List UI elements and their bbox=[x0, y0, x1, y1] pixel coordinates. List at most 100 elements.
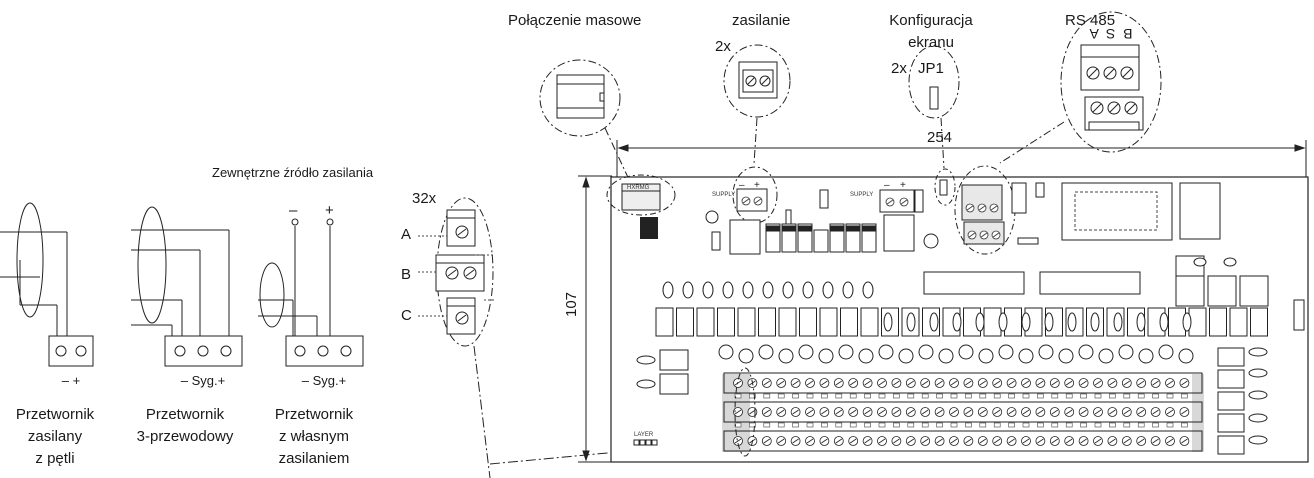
resistor bbox=[860, 307, 879, 337]
transmitter-1-line2: zasilany bbox=[27, 428, 83, 445]
transmitter-2-line2: 3-przewodowy bbox=[136, 428, 234, 445]
transmitter-self-powered bbox=[258, 218, 364, 367]
ground-connection-callout bbox=[539, 59, 633, 187]
component-round bbox=[978, 348, 994, 364]
resistor bbox=[758, 307, 776, 337]
supply-plus-label: + bbox=[325, 202, 334, 219]
component-round bbox=[1038, 344, 1054, 360]
jumper-count-label: 2x bbox=[891, 60, 907, 77]
supply-minus-label: – bbox=[289, 202, 298, 219]
capacitor bbox=[862, 281, 874, 299]
resistor bbox=[737, 307, 756, 337]
svg-text:LAYER: LAYER bbox=[634, 432, 654, 438]
resistor bbox=[799, 307, 817, 337]
component-round bbox=[998, 344, 1014, 360]
capacitor bbox=[702, 281, 714, 299]
screen-config-label-1: Konfiguracja bbox=[889, 12, 973, 29]
component-round bbox=[778, 348, 794, 364]
component-round bbox=[898, 348, 914, 364]
resistor bbox=[778, 307, 797, 337]
component-round bbox=[1118, 344, 1134, 360]
component-round bbox=[938, 348, 954, 364]
capacitor bbox=[722, 281, 734, 299]
svg-text:SUPPLY: SUPPLY bbox=[712, 192, 735, 198]
terminal-detail bbox=[418, 197, 746, 478]
transmitter-1-line3: z pętli bbox=[35, 450, 75, 467]
capacitor bbox=[662, 281, 674, 299]
svg-text:SUPPLY: SUPPLY bbox=[850, 192, 873, 198]
transmitter-loop-powered bbox=[0, 202, 94, 367]
screen-config-label-2: ekranu bbox=[908, 34, 954, 51]
component-round bbox=[1058, 348, 1074, 364]
pcb-board: HXRMG – + SUPPLY – + SUPPLY bbox=[606, 165, 1309, 463]
terminal-strip bbox=[723, 401, 1203, 423]
transmitter-1-line1: Przetwornik bbox=[15, 406, 95, 423]
svg-text:+: + bbox=[754, 180, 760, 191]
height-dimension-label: 107 bbox=[563, 291, 580, 317]
transmitter-3-polarity: – Syg.+ bbox=[301, 373, 347, 388]
transmitter-2-polarity: – Syg.+ bbox=[180, 373, 226, 388]
capacitor bbox=[682, 281, 694, 299]
ground-connection-label: Połączenie masowe bbox=[508, 12, 642, 29]
external-supply-label: Zewnętrzne źródło zasilania bbox=[212, 165, 374, 180]
capacitor bbox=[782, 281, 794, 299]
capacitor bbox=[742, 281, 754, 299]
width-dimension-label: 254 bbox=[927, 129, 953, 146]
component-round bbox=[1138, 348, 1154, 364]
dimension-width bbox=[616, 140, 1307, 182]
capacitor bbox=[802, 281, 814, 299]
power-count-label: 2x bbox=[715, 38, 731, 55]
terminal-strip bbox=[723, 430, 1203, 452]
resistor bbox=[1209, 307, 1227, 337]
component-round bbox=[1158, 344, 1174, 360]
component-round bbox=[958, 344, 974, 360]
terminal-strip bbox=[723, 372, 1203, 394]
resistor bbox=[1229, 307, 1248, 337]
component-round bbox=[718, 344, 734, 360]
resistor bbox=[840, 307, 858, 337]
component-round bbox=[798, 344, 814, 360]
resistor bbox=[1188, 307, 1207, 337]
terminal-count-label: 32x bbox=[412, 190, 437, 207]
transmitter-3-line2: z własnym bbox=[278, 428, 349, 445]
transmitter-3-line3: zasilaniem bbox=[278, 450, 350, 467]
dimension-height bbox=[578, 175, 612, 463]
component-round bbox=[1098, 348, 1114, 364]
transmitter-2-line1: Przetwornik bbox=[145, 406, 225, 423]
rs485-callout bbox=[999, 11, 1162, 164]
row-b-label: B bbox=[401, 266, 412, 283]
component-round bbox=[818, 348, 834, 364]
transmitter-3-line1: Przetwornik bbox=[274, 406, 354, 423]
component-round bbox=[1078, 344, 1094, 360]
component-round bbox=[838, 344, 854, 360]
component-round bbox=[878, 344, 894, 360]
transmitter-3-wire bbox=[131, 206, 243, 367]
resistor bbox=[983, 307, 1002, 337]
component-round bbox=[858, 348, 874, 364]
row-c-label: C bbox=[401, 307, 412, 324]
resistor bbox=[717, 307, 735, 337]
capacitor bbox=[762, 281, 774, 299]
resistor bbox=[696, 307, 715, 337]
jumper-name-label: JP1 bbox=[918, 60, 944, 77]
capacitor bbox=[842, 281, 854, 299]
power-terminal-callout bbox=[723, 44, 791, 165]
row-a-label: A bbox=[401, 226, 412, 243]
svg-text:–: – bbox=[739, 180, 745, 191]
component-round bbox=[758, 344, 774, 360]
transmitter-1-polarity: – + bbox=[61, 373, 81, 388]
resistor bbox=[655, 307, 674, 337]
component-round bbox=[1018, 348, 1034, 364]
svg-text:+: + bbox=[900, 180, 906, 191]
component-round bbox=[738, 348, 754, 364]
resistor bbox=[676, 307, 694, 337]
resistor bbox=[1250, 307, 1268, 337]
resistor bbox=[819, 307, 838, 337]
component-round bbox=[1178, 348, 1194, 364]
component-round bbox=[918, 344, 934, 360]
rs485-label: RS 485 bbox=[1065, 12, 1116, 29]
svg-text:–: – bbox=[884, 180, 890, 191]
power-label: zasilanie bbox=[732, 12, 791, 29]
rs485-pins-label: B S A bbox=[1087, 26, 1133, 42]
